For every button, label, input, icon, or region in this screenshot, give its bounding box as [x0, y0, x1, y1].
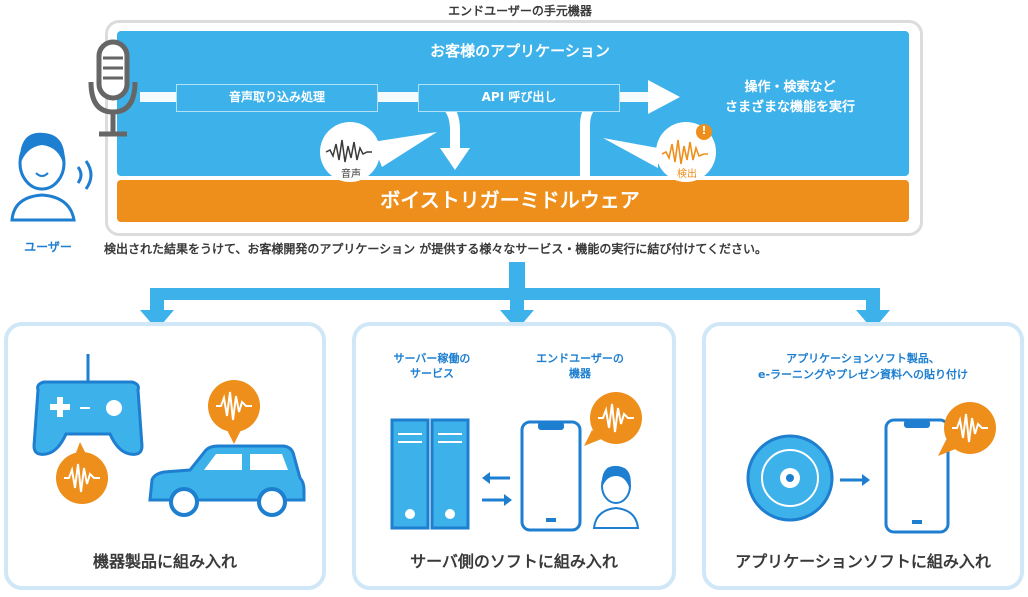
api-call-box — [418, 84, 620, 112]
car-icon — [148, 444, 306, 517]
device-label-line-1: エンドユーザーの — [536, 352, 624, 365]
user-label: ユーザー — [24, 240, 72, 254]
right-arrow-icon — [840, 474, 870, 486]
panel2-illustration — [390, 392, 642, 532]
waveform-bubble-icon — [56, 442, 108, 504]
voice-capture-box — [176, 84, 378, 112]
smartphone-icon — [520, 420, 582, 532]
server-icon — [430, 418, 470, 530]
exchange-arrows-icon — [482, 472, 512, 506]
microphone-icon — [88, 39, 138, 137]
server-label-line-2: サービス — [410, 367, 454, 380]
server-icon — [390, 418, 430, 530]
detect-bubble — [603, 122, 716, 182]
audio-bubble-label: 音声 — [341, 169, 361, 180]
device-caption: エンドユーザーの手元機器 — [448, 4, 592, 18]
app-flow-arrows — [140, 80, 680, 178]
user-icon — [592, 465, 640, 529]
waveform-bubble-icon — [938, 402, 996, 456]
detect-bubble-label: 検出 — [677, 169, 697, 180]
waveform-bubble-icon — [584, 392, 642, 446]
action-line-1: 操作・検索など — [744, 80, 836, 95]
panel2-caption: サーバ側のソフトに組み入れ — [410, 552, 618, 571]
app-title: お客様のアプリケーション — [430, 42, 610, 60]
voice-trigger-middleware-bar — [117, 180, 909, 222]
game-controller-icon — [32, 354, 144, 456]
panel1-illustration — [32, 354, 306, 517]
description-text: 検出された結果をうけて、お客様開発のアプリケーション が提供する様々なサービス・… — [104, 242, 767, 256]
panel3-header-line-1: アプリケーションソフト製品、 — [786, 352, 940, 365]
alert-icon: ! — [701, 124, 707, 137]
panel3-illustration — [746, 402, 996, 534]
device-label-line-2: 機器 — [569, 367, 591, 380]
waveform-bubble-icon — [208, 380, 260, 444]
action-line-2: さまざまな機能を実行 — [724, 100, 855, 115]
api-call-label: API 呼び出し — [481, 90, 557, 104]
server-label-line-1: サーバー稼働の — [393, 352, 471, 365]
panel1-caption: 機器製品に組み入れ — [92, 552, 237, 571]
voice-capture-label: 音声取り込み処理 — [228, 90, 325, 104]
distribution-arrows — [140, 262, 890, 330]
panel3-header-line-2: e-ラーニングやプレゼン資料への貼り付け — [757, 368, 969, 381]
user-avatar-icon — [10, 132, 93, 222]
panel3-caption: アプリケーションソフトに組み入れ — [735, 552, 991, 571]
middleware-label: ボイストリガーミドルウェア — [380, 188, 640, 212]
smartphone-icon — [884, 418, 950, 534]
audio-bubble — [320, 122, 437, 182]
disc-icon — [746, 434, 834, 522]
